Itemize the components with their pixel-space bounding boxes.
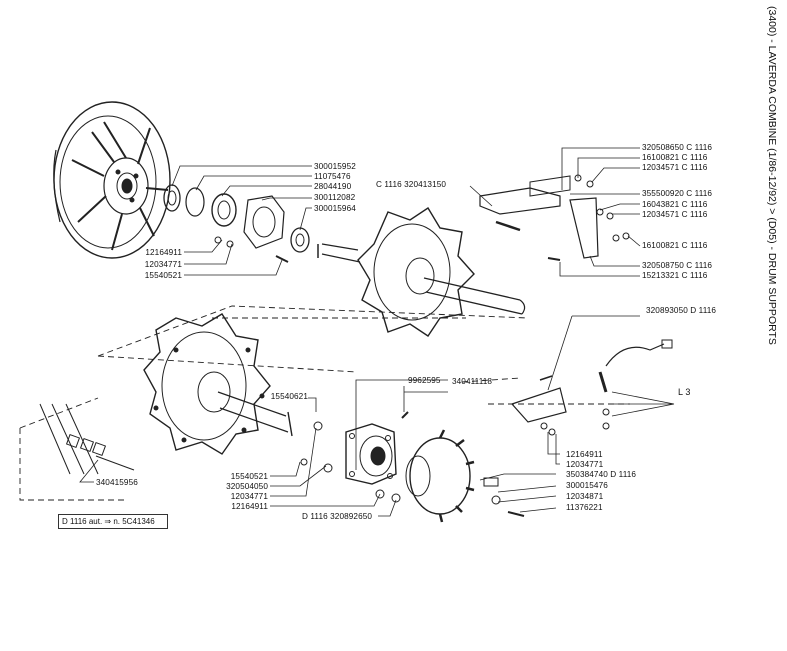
part-number-label: D 1116 320892650 — [302, 512, 373, 521]
part-number-label: 16100821 C 1116 — [642, 153, 708, 162]
toothed-gear-hub — [405, 429, 525, 523]
lower-drum-star-plate — [143, 313, 293, 455]
part-number-label: 320893050 D 1116 — [646, 306, 717, 315]
part-number-label: 340411118 — [452, 377, 493, 386]
sensor-bracket — [510, 339, 673, 436]
part-number-label: 12164911 — [145, 248, 182, 257]
flange-bearing-plate — [300, 411, 409, 503]
part-number-label: 16043821 C 1116 — [642, 200, 708, 209]
part-number-label: 15213321 C 1116 — [642, 271, 708, 280]
leader-lines — [79, 147, 675, 517]
part-number-label: 15540521 — [144, 271, 182, 280]
part-number-label: 320508750 C 1116 — [642, 261, 713, 270]
part-number-label: 12034571 C 1116 — [642, 163, 708, 172]
part-number-label: 28044190 — [314, 182, 352, 191]
part-number-label: 11075476 — [314, 172, 351, 181]
part-number-label: 12034771 — [230, 492, 268, 501]
part-number-label: 300015964 — [314, 204, 356, 213]
upper-drum-star-plate — [317, 207, 526, 337]
part-number-label: C 1116 320413150 — [376, 180, 447, 189]
bearing-stack — [163, 184, 310, 263]
part-number-label: 300015952 — [314, 162, 356, 171]
part-number-label: 9962595 — [408, 376, 441, 385]
part-number-label: 340415956 — [96, 478, 138, 487]
part-number-label: 16100821 C 1116 — [642, 241, 708, 250]
drum-pins — [39, 403, 135, 475]
footnote-box — [58, 514, 168, 529]
part-number-label: 12034571 C 1116 — [642, 210, 708, 219]
part-number-label: 15540621 — [270, 392, 308, 401]
footnote-text: D 1116 aut. ⇒ n. 5C41346 — [62, 517, 155, 526]
part-number-label: 12164911 — [566, 450, 603, 459]
part-number-label: 320504050 — [226, 482, 268, 491]
part-number-label: 11376221 — [566, 503, 603, 512]
drum-bracket-assembly — [479, 174, 630, 261]
part-number-label: 355500920 C 1116 — [642, 189, 713, 198]
part-number-label: 320508650 C 1116 — [642, 143, 713, 152]
part-number-label: 350384740 D 1116 — [566, 470, 637, 479]
spoked-pulley-wheel — [53, 101, 171, 259]
page-title: (3400) - LAVERDA COMBINE (1/86-12/92) > … — [766, 6, 778, 345]
part-number-label: 300112082 — [314, 193, 356, 202]
part-number-label: 15540521 — [230, 472, 268, 481]
part-number-label: 12034771 — [144, 260, 182, 269]
callout-label: L 3 — [678, 387, 691, 397]
part-number-label: 12164911 — [231, 502, 268, 511]
part-number-label: 12034771 — [566, 460, 604, 469]
part-number-label: 12034871 — [566, 492, 604, 501]
part-number-label: 300015476 — [566, 481, 608, 490]
